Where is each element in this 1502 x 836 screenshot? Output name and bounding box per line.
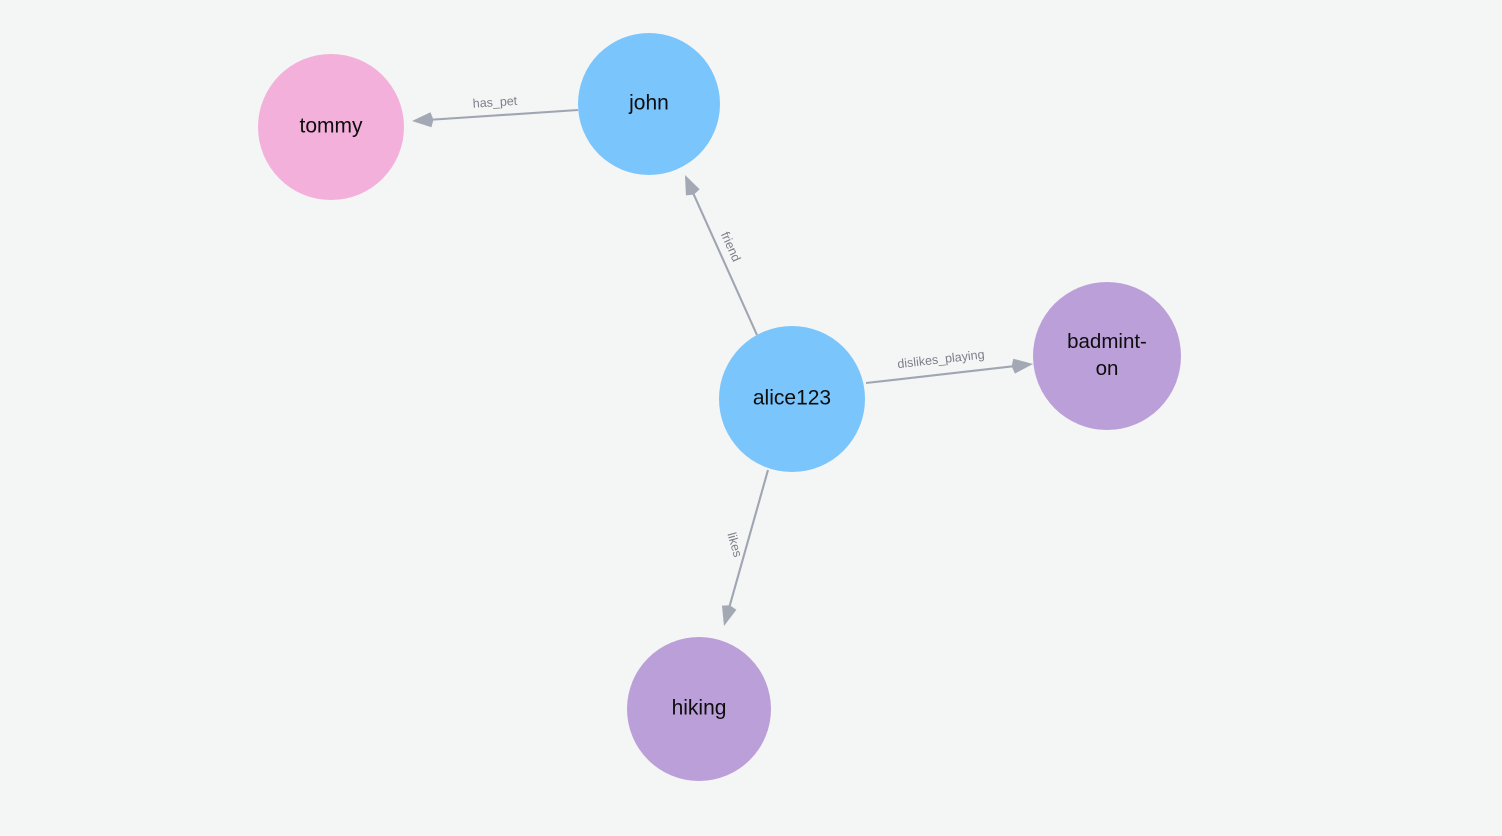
graph-node-hiking[interactable]: hiking xyxy=(627,637,771,781)
edge-arrowhead xyxy=(721,605,737,626)
edge-arrowhead xyxy=(685,175,700,196)
nodes-layer: tommy john alice123 badmint-on hiking xyxy=(258,33,1181,781)
graph-node-alice123[interactable]: alice123 xyxy=(719,326,865,472)
graph-edge[interactable]: likes xyxy=(721,469,770,626)
graph-edge[interactable]: dislikes_playing xyxy=(865,347,1033,385)
edge-arrowhead xyxy=(1011,358,1033,374)
graph-node-tommy[interactable]: tommy xyxy=(258,54,404,200)
graph-edge[interactable]: has_pet xyxy=(412,94,579,128)
edge-line xyxy=(727,469,770,612)
edge-line xyxy=(426,108,579,122)
edge-label: likes xyxy=(725,531,745,559)
node-circle[interactable] xyxy=(627,637,771,781)
node-circle[interactable] xyxy=(578,33,720,175)
node-circle[interactable] xyxy=(258,54,404,200)
edge-label: dislikes_playing xyxy=(897,347,986,371)
graph-node-badminton[interactable]: badmint-on xyxy=(1033,282,1181,430)
edge-arrowhead xyxy=(412,112,434,128)
node-circle[interactable] xyxy=(719,326,865,472)
edge-label: has_pet xyxy=(472,94,518,111)
graph-edge[interactable]: friend xyxy=(685,175,758,336)
edge-line xyxy=(690,188,758,336)
graph-node-john[interactable]: john xyxy=(578,33,720,175)
node-circle[interactable] xyxy=(1033,282,1181,430)
edge-line xyxy=(865,364,1019,385)
